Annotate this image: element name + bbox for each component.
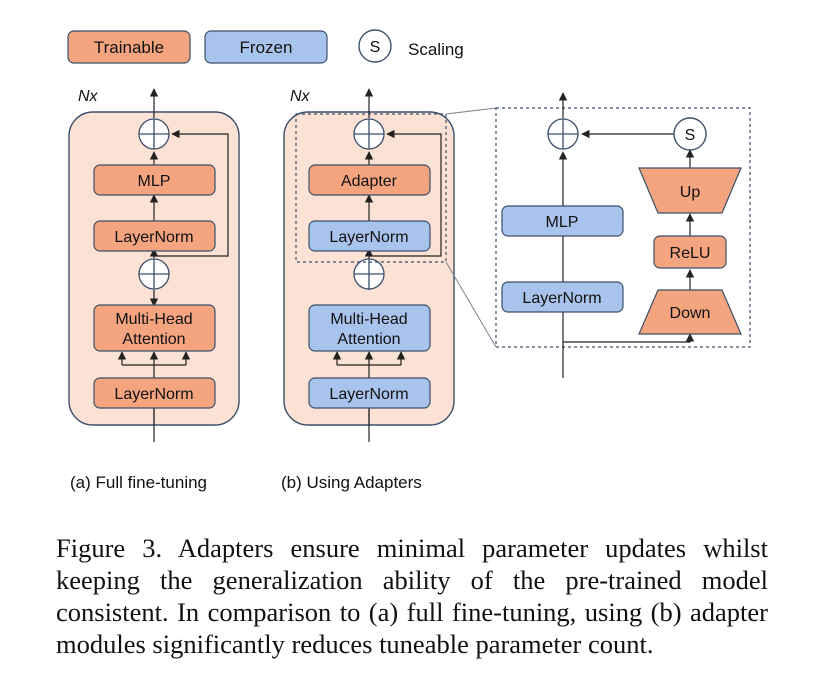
adapter-diagram: Trainable Frozen S Scaling Nx MLP LayerN… bbox=[67, 29, 751, 492]
panel-a-attention-label-1: Multi-Head bbox=[115, 311, 192, 328]
detail-up-projection-block bbox=[638, 167, 742, 214]
panel-b-add-icon-top bbox=[353, 118, 385, 150]
panel-b-attention-block bbox=[308, 304, 431, 352]
panel-a-attention-block bbox=[93, 304, 216, 352]
detail-down-label: Down bbox=[670, 305, 711, 322]
panel-b: Nx Adapter LayerNorm Multi-Head Attentio… bbox=[281, 88, 455, 492]
figure-caption: Figure 3. Adapters ensure minimal parame… bbox=[56, 533, 768, 659]
legend-frozen-swatch bbox=[204, 30, 328, 64]
legend-scaling-icon bbox=[358, 29, 392, 63]
legend-trainable-swatch bbox=[67, 30, 191, 64]
detail-relu-label: ReLU bbox=[670, 245, 711, 262]
detail-connector-bottom bbox=[445, 261, 497, 348]
legend-scaling-label: Scaling bbox=[408, 40, 464, 59]
panel-b-layernorm-top-label: LayerNorm bbox=[329, 229, 408, 246]
panel-a: Nx MLP LayerNorm Multi-Head Attention La… bbox=[68, 88, 240, 492]
panel-a-layernorm-bottom-block bbox=[93, 377, 216, 409]
detail-layernorm-label: LayerNorm bbox=[522, 290, 601, 307]
legend-trainable-label: Trainable bbox=[94, 38, 164, 57]
panel-a-caption: (a) Full fine-tuning bbox=[70, 473, 207, 492]
panel-b-layernorm-bottom-block bbox=[308, 377, 431, 409]
detail-down-projection-block bbox=[638, 289, 742, 335]
panel-b-layernorm-top-block bbox=[308, 220, 431, 252]
panel-b-attention-label-2: Attention bbox=[337, 331, 400, 348]
detail-panel: S MLP LayerNorm Up ReLU Down bbox=[495, 92, 751, 378]
panel-a-layernorm-top-block bbox=[93, 220, 216, 252]
detail-layernorm-block bbox=[501, 281, 624, 313]
panel-b-repeat-label: Nx bbox=[290, 88, 311, 105]
detail-add-icon bbox=[547, 118, 579, 150]
panel-b-caption: (b) Using Adapters bbox=[281, 473, 422, 492]
detail-scaling-icon bbox=[673, 117, 707, 151]
detail-mlp-block bbox=[501, 205, 624, 237]
panel-b-adapter-block bbox=[308, 164, 431, 196]
detail-mlp-label: MLP bbox=[546, 214, 579, 231]
panel-b-attention-label-1: Multi-Head bbox=[330, 311, 407, 328]
panel-a-layernorm-top-label: LayerNorm bbox=[114, 229, 193, 246]
panel-b-highlight-region bbox=[295, 113, 447, 263]
legend-scaling-symbol: S bbox=[370, 39, 381, 56]
panel-b-add-icon-middle bbox=[353, 258, 385, 290]
legend: Trainable Frozen S Scaling bbox=[67, 29, 464, 64]
detail-scaling-symbol: S bbox=[685, 127, 696, 144]
detail-up-label: Up bbox=[680, 184, 701, 201]
panel-a-mlp-block bbox=[93, 164, 216, 196]
panel-b-layernorm-bottom-label: LayerNorm bbox=[329, 386, 408, 403]
panel-a-add-icon-middle bbox=[138, 258, 170, 290]
panel-a-attention-label-2: Attention bbox=[122, 331, 185, 348]
panel-a-mlp-label: MLP bbox=[138, 173, 171, 190]
detail-relu-block bbox=[653, 235, 727, 269]
panel-b-adapter-label: Adapter bbox=[341, 173, 398, 190]
panel-a-layernorm-bottom-label: LayerNorm bbox=[114, 386, 193, 403]
panel-a-repeat-label: Nx bbox=[78, 88, 99, 105]
detail-connector-top bbox=[445, 107, 497, 115]
panel-a-add-icon-top bbox=[138, 118, 170, 150]
legend-frozen-label: Frozen bbox=[240, 38, 293, 57]
